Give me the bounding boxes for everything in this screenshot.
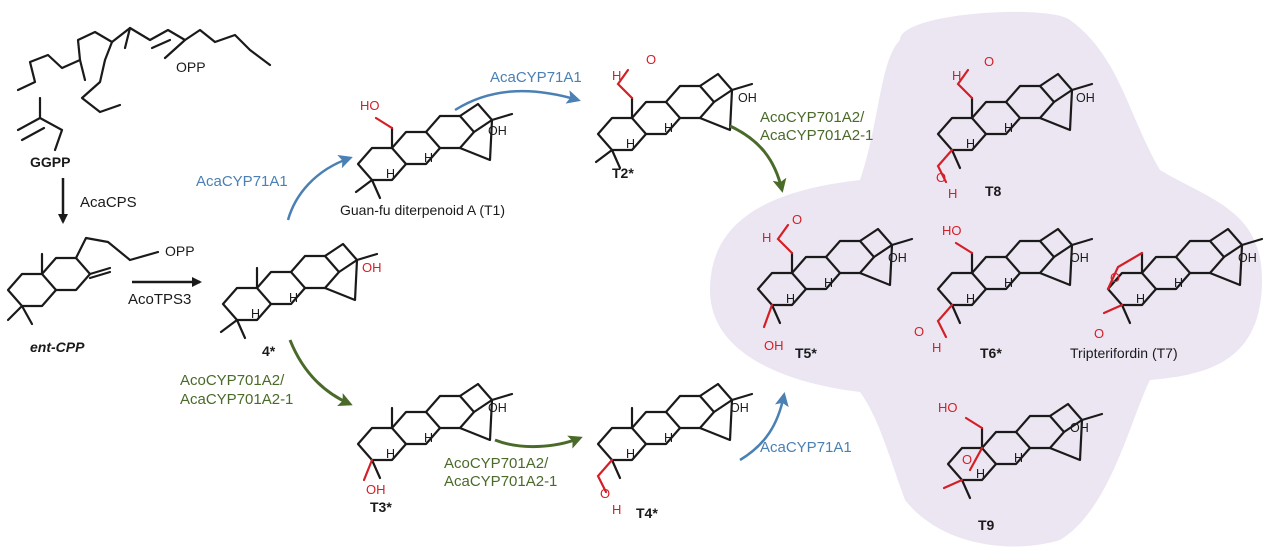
arrow-t3-to-t4 bbox=[494, 435, 583, 449]
opp-label: OPP bbox=[176, 59, 206, 75]
t6-oh: OH bbox=[1070, 251, 1089, 265]
ent-cpp-structure bbox=[6, 236, 160, 326]
t2-label: T2* bbox=[612, 165, 634, 181]
t7-label: Tripterifordin (T7) bbox=[1070, 345, 1178, 361]
t8-structure bbox=[936, 68, 1094, 184]
acacyp701a2-1-label-2: AcaCYP701A2-1 bbox=[180, 391, 293, 408]
ent-cpp-label: ent-CPP bbox=[30, 339, 85, 355]
c4-oh: OH bbox=[362, 260, 382, 275]
t9-o: O bbox=[962, 452, 972, 467]
c4-label: 4* bbox=[262, 343, 276, 359]
t6-structure bbox=[936, 227, 1094, 339]
t4-o: O bbox=[600, 486, 610, 501]
t1-label: Guan-fu diterpenoid A (T1) bbox=[340, 202, 505, 218]
t4-label: T4* bbox=[636, 505, 658, 521]
t4-oh: OH bbox=[730, 401, 749, 415]
t5-o: O bbox=[792, 212, 802, 227]
t3-label: T3* bbox=[370, 499, 392, 515]
arrow-t2-to-products bbox=[729, 124, 787, 193]
acocyp701a2-label-1: AcoCYP701A2/ bbox=[760, 109, 865, 126]
t5-label: T5* bbox=[795, 345, 817, 361]
t5-oh-red: OH bbox=[764, 338, 784, 353]
t3-oh-2: OH bbox=[488, 401, 507, 415]
t3-structure bbox=[356, 382, 514, 482]
t1-ho: HO bbox=[360, 98, 380, 113]
acacyp701a2-1-label-3: AcaCYP701A2-1 bbox=[444, 473, 557, 490]
t1-oh: OH bbox=[488, 124, 507, 138]
t4-h: H bbox=[612, 502, 621, 517]
t9-oh: OH bbox=[1070, 421, 1089, 435]
acacyp701a2-1-label-1: AcaCYP701A2-1 bbox=[760, 127, 873, 144]
t3-oh: OH bbox=[366, 482, 386, 497]
t6-h: H bbox=[932, 340, 941, 355]
t2-structure bbox=[594, 68, 754, 170]
t8-o-bottom: O bbox=[936, 170, 946, 185]
t9-structure bbox=[942, 402, 1104, 500]
acacps-label: AcaCPS bbox=[80, 194, 137, 211]
arrow-t1-to-t2 bbox=[454, 89, 581, 112]
t1-structure bbox=[354, 102, 514, 200]
arrow-4-to-t3 bbox=[288, 339, 353, 406]
t5-oh: OH bbox=[888, 251, 907, 265]
arrow-t4-to-products bbox=[739, 392, 789, 462]
acocyp701a2-label-2: AcoCYP701A2/ bbox=[180, 372, 285, 389]
compound-4-structure bbox=[219, 242, 379, 340]
ggpp-label: GGPP bbox=[30, 154, 70, 170]
t2-o: O bbox=[646, 52, 656, 67]
t7-o: O bbox=[1110, 270, 1120, 285]
t5-structure bbox=[756, 223, 914, 329]
t4-structure bbox=[596, 382, 754, 494]
product-highlight-region bbox=[710, 11, 1262, 547]
acotps3-label: AcoTPS3 bbox=[128, 291, 191, 308]
t6-o: O bbox=[914, 324, 924, 339]
t5-h: H bbox=[762, 230, 771, 245]
t8-h-bottom: H bbox=[948, 186, 957, 201]
t8-h: H bbox=[952, 68, 961, 83]
arrow-4-to-t1 bbox=[286, 154, 353, 221]
t8-o-top: O bbox=[984, 54, 994, 69]
t6-label: T6* bbox=[980, 345, 1002, 361]
ggpp-structure bbox=[16, 26, 272, 152]
t7-oh: OH bbox=[1238, 251, 1257, 265]
acacyp71a1-label-3: AcaCYP71A1 bbox=[760, 439, 852, 456]
opp-label-cpp: OPP bbox=[165, 243, 195, 259]
acacyp71a1-label-1: AcaCYP71A1 bbox=[196, 173, 288, 190]
acocyp701a2-label-3: AcoCYP701A2/ bbox=[444, 455, 549, 472]
acacyp71a1-label-2: AcaCYP71A1 bbox=[490, 69, 582, 86]
t2-oh: OH bbox=[738, 91, 757, 105]
t8-label: T8 bbox=[985, 183, 1002, 199]
t6-ho: HO bbox=[942, 223, 962, 238]
t7-structure bbox=[1102, 227, 1264, 325]
t8-oh: OH bbox=[1076, 91, 1095, 105]
t9-label: T9 bbox=[978, 517, 995, 533]
t9-ho: HO bbox=[938, 400, 958, 415]
t2-h: H bbox=[612, 68, 621, 83]
t7-o-carbonyl: O bbox=[1094, 326, 1104, 341]
